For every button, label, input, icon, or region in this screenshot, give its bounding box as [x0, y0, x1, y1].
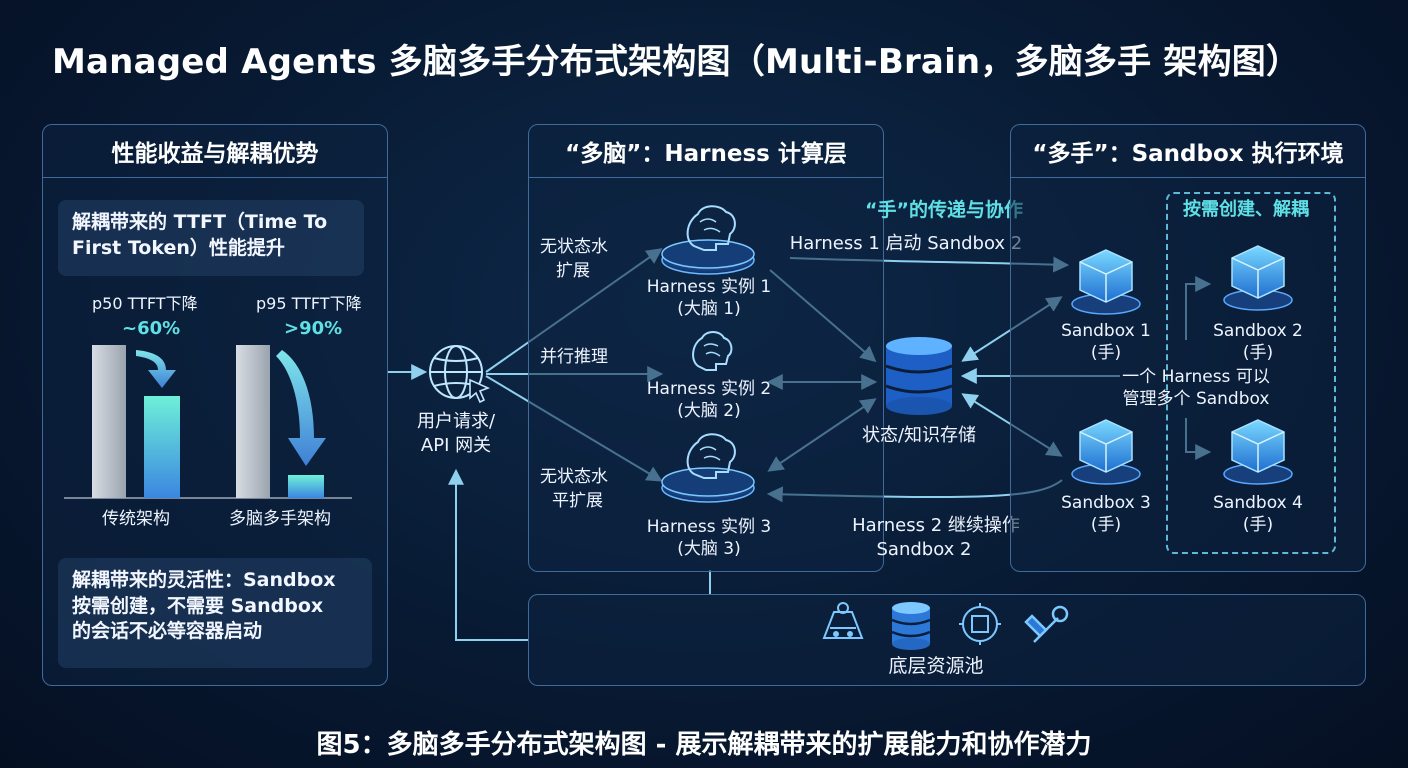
ttft-card-line2: First Token）性能提升 — [72, 236, 285, 259]
flex-line2: 按需创建，不需要 Sandbox — [72, 594, 324, 617]
ondemand-label: 按需创建、解耦 — [1183, 199, 1309, 220]
resource-pool-panel — [528, 594, 1366, 686]
group-multibrain-label: 多脑多手架构 — [229, 509, 331, 529]
harness2-label-1: Harness 实例 2 — [646, 379, 772, 399]
harness1-brain-icon — [661, 205, 755, 275]
bar-traditional-p50 — [92, 345, 126, 498]
harness2-label-2: (大脑 2) — [677, 401, 741, 421]
continue-label-1: Harness 2 继续操作 — [852, 515, 1020, 536]
bar-traditional-p50-reduced — [144, 396, 180, 498]
collab-title: “手”的传递与协作 — [865, 199, 1023, 221]
flex-line1: 解耦带来的灵活性：Sandbox — [72, 569, 336, 591]
sandbox-heading: “多手”：Sandbox 执行环境 — [1011, 125, 1365, 178]
p50-label: p50 TTFT下降 — [92, 294, 198, 313]
database-icon — [891, 602, 931, 650]
globe-cursor-icon — [429, 345, 491, 404]
sandbox1-label-1: Sandbox 1 — [1061, 321, 1151, 341]
sandbox4-label-2: (手) — [1242, 515, 1274, 535]
database-icon — [885, 337, 953, 415]
p50-value: ~60% — [122, 318, 181, 339]
sandbox1-cube-icon — [1071, 249, 1141, 315]
manage-label-2: 管理多个 Sandbox — [1122, 389, 1270, 409]
down-arrow-p50-icon — [136, 350, 176, 388]
sandbox-panel: “多手”：Sandbox 执行环境 — [1010, 124, 1366, 572]
sandbox3-label-1: Sandbox 3 — [1061, 493, 1151, 513]
harness3-label-2: (大脑 3) — [677, 539, 741, 559]
benefits-heading: 性能收益与解耦优势 — [43, 125, 387, 178]
scale-bottom-label-1: 无状态水 — [540, 467, 608, 487]
figure-caption: 图5：多脑多手分布式架构图 - 展示解耦带来的扩展能力和协作潜力 — [316, 730, 1092, 760]
chip-gear-icon — [959, 603, 1001, 645]
scale-bottom-label-2: 平扩展 — [552, 491, 603, 511]
manage-label-1: 一个 Harness 可以 — [1122, 367, 1270, 387]
sandbox2-label-1: Sandbox 2 — [1213, 321, 1303, 341]
harness3-label-1: Harness 实例 3 — [646, 517, 772, 537]
ttft-card-line1: 解耦带来的 TTFT（Time To — [72, 211, 328, 233]
gateway-label-line2: API 网关 — [420, 435, 492, 456]
sandbox2-cube-icon — [1223, 245, 1293, 311]
harness2-brain-icon — [692, 331, 733, 371]
ondemand-box — [1166, 192, 1336, 554]
group-traditional-label: 传统架构 — [102, 509, 170, 529]
bar-multibrain-p95-reduced — [288, 475, 324, 498]
gateway-label-line1: 用户请求/ — [416, 411, 496, 432]
sandbox2-label-2: (手) — [1242, 343, 1274, 363]
bar-multibrain-p95 — [236, 345, 270, 498]
harness-heading: “多脑”：Harness 计算层 — [529, 125, 883, 178]
page-title: Managed Agents 多脑多手分布式架构图（Multi-Brain，多脑… — [52, 42, 1301, 82]
sandbox4-label-1: Sandbox 4 — [1213, 493, 1303, 513]
scale-top-label-2: 扩展 — [556, 261, 590, 281]
harness3-brain-icon — [661, 433, 755, 503]
network-icon — [822, 602, 864, 639]
storage-label: 状态/知识存储 — [861, 425, 977, 446]
sandbox3-cube-icon — [1071, 419, 1141, 485]
sandbox4-cube-icon — [1223, 419, 1293, 485]
scale-top-label-1: 无状态水 — [540, 237, 608, 257]
down-arrow-p95-icon — [276, 350, 326, 466]
p95-value: >90% — [284, 318, 343, 339]
parallel-label: 并行推理 — [540, 347, 608, 367]
continue-label-2: Sandbox 2 — [876, 539, 972, 560]
flexibility-card: 解耦带来的灵活性：Sandbox 按需创建，不需要 Sandbox 的会话不必等… — [58, 558, 372, 668]
start-sandbox-label: Harness 1 启动 Sandbox 2 — [789, 233, 1023, 254]
ttft-card: 解耦带来的 TTFT（Time To First Token）性能提升 — [58, 200, 364, 276]
harness1-label-2: (大脑 1) — [677, 299, 741, 319]
p95-label: p95 TTFT下降 — [256, 294, 362, 313]
pool-label: 底层资源池 — [888, 655, 984, 677]
tools-icon — [1024, 605, 1069, 643]
flex-line3: 的会话不必等容器启动 — [72, 620, 263, 643]
sandbox3-label-2: (手) — [1090, 515, 1122, 535]
harness1-label-1: Harness 实例 1 — [646, 277, 772, 297]
sandbox1-label-2: (手) — [1090, 343, 1122, 363]
